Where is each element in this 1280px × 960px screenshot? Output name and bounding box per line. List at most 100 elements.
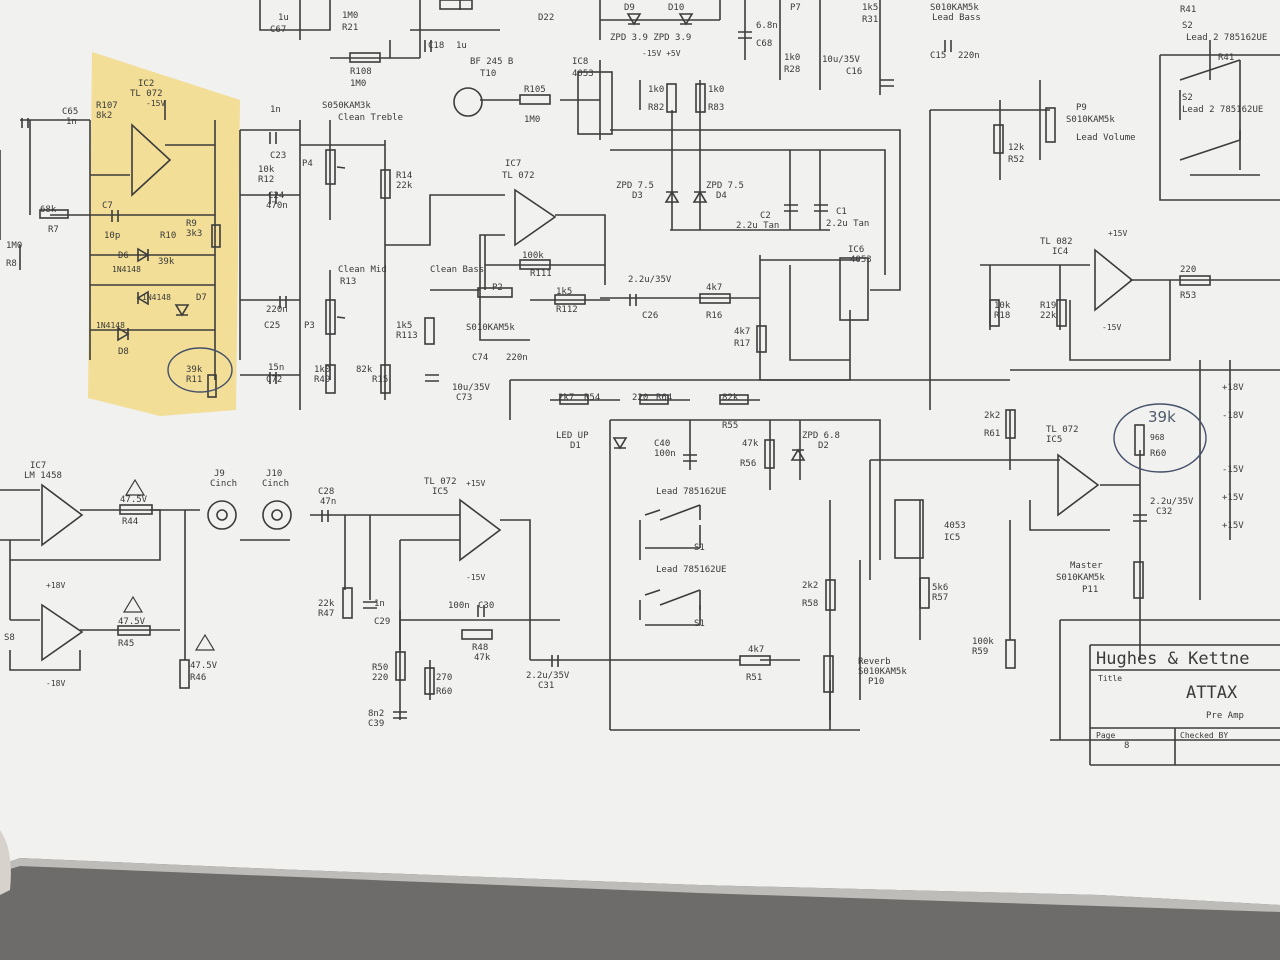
ic4-neg-rail: -15V — [1102, 323, 1121, 332]
opamp-ic7-lm1458 — [41, 483, 84, 547]
r47-value: 22k — [318, 599, 335, 609]
s1b-name: Lead 785162UE — [656, 565, 726, 575]
s2a-name: Lead 2 785162UE — [1186, 33, 1267, 43]
title-block-page-caption: Page — [1096, 731, 1115, 740]
r53-value: 220 — [1180, 265, 1196, 275]
c72-label: C72 — [266, 375, 282, 385]
r51-value: 4k7 — [748, 645, 764, 655]
potentiometers — [325, 107, 1144, 693]
c16-value: 10u/35V — [822, 55, 861, 65]
c28-label: C28 — [318, 487, 334, 497]
r52-value: 12k — [1008, 143, 1025, 153]
r48-label: R48 — [472, 643, 488, 653]
r14-label: R14 — [396, 171, 412, 181]
c31-label: C31 — [538, 681, 554, 691]
r82-value: 1k0 — [648, 85, 664, 95]
r8-value: 1M0 — [6, 241, 22, 251]
c68-value: 6.8n — [756, 21, 778, 31]
d3-value: ZPD 7.5 — [616, 181, 654, 191]
p9-value: S010KAM5k — [1066, 115, 1115, 125]
c7-value: 10p — [104, 231, 120, 241]
r28-value: 1k0 — [784, 53, 800, 63]
ic8-ref: S8 — [4, 633, 15, 643]
ic5-4053-label: IC5 — [944, 533, 960, 543]
p10-name: Reverb — [858, 657, 891, 667]
j10-name: Cinch — [262, 479, 289, 489]
c67-label: C67 — [270, 25, 286, 35]
r55-value: 82k — [722, 393, 739, 403]
d10-label: D10 — [668, 3, 684, 13]
r47-label: R47 — [318, 609, 334, 619]
ic5-4053 — [894, 499, 924, 559]
ic2-label: IC2 — [138, 79, 154, 89]
p10-value: S010KAM5k — [858, 667, 907, 677]
d22-label: D22 — [538, 13, 554, 23]
p9-name: Lead Volume — [1076, 133, 1136, 143]
r54-value: 2k7 — [558, 393, 574, 403]
r18-value: 10k — [994, 301, 1011, 311]
ic8-top-rails: -15V +5V — [642, 49, 681, 58]
c26-label: C26 — [642, 311, 658, 321]
r61-label: R61 — [984, 429, 1000, 439]
capacitors — [21, 31, 1147, 719]
d8-label: D8 — [118, 347, 129, 357]
ic5-mid-label: IC5 — [432, 487, 448, 497]
r60-label: R60 — [1150, 449, 1166, 459]
paper-sheet — [0, 0, 1280, 905]
r10-label: R10 — [160, 231, 176, 241]
r61-value: 2k2 — [984, 411, 1000, 421]
r16-value: 4k7 — [706, 283, 722, 293]
r15-ref: R15 — [372, 375, 388, 385]
ic7a-type: TL 072 — [502, 171, 535, 181]
r49-label: R49 — [314, 375, 330, 385]
hand-circle-r60 — [1113, 403, 1207, 473]
p4-value: S050KAM3k — [322, 101, 371, 111]
r82-label: R82 — [648, 103, 664, 113]
resistors — [39, 0, 1211, 695]
ic8-neg-rail: -18V — [46, 679, 65, 688]
r18-label: R18 — [994, 311, 1010, 321]
r45-label: R45 — [118, 639, 134, 649]
r11-label: R11 — [186, 375, 202, 385]
r57-value: 5k6 — [932, 583, 948, 593]
c18-value: 1u — [456, 41, 467, 51]
highlighter-mark — [88, 52, 240, 416]
r41-label: R41 — [1218, 53, 1234, 63]
c31-value: 2.2u/35V — [526, 671, 570, 681]
r48-value: 47k — [474, 653, 491, 663]
rail-p15b: +15V — [1222, 521, 1244, 531]
opamp-ic7a — [514, 188, 557, 247]
opamps — [41, 123, 1134, 662]
p11-name: Master — [1070, 561, 1103, 571]
c25-value: 220n — [266, 305, 288, 315]
rail-m15: -15V — [1222, 465, 1244, 475]
r64-value: 220 — [632, 393, 648, 403]
finger-edge — [0, 830, 11, 895]
p11-value: S010KAM5k — [1056, 573, 1105, 583]
d2-label: D2 — [818, 441, 829, 451]
t10-value: BF 245 B — [470, 57, 513, 67]
r10-value: 39k — [158, 257, 175, 267]
d8-type: 1N4148 — [96, 321, 125, 330]
r19-value: 22k — [1040, 311, 1057, 321]
r17-label: R17 — [734, 339, 750, 349]
r105-label: R105 — [524, 85, 546, 95]
r15-value: 82k — [356, 365, 373, 375]
c1-value: 2.2u Tan — [826, 219, 869, 229]
ic4-type: TL 082 — [1040, 237, 1073, 247]
rail-p15: +15V — [1222, 493, 1244, 503]
r9-value: 3k3 — [186, 229, 202, 239]
rail-p18: +18V — [1222, 383, 1244, 393]
p4-name: Clean Treble — [338, 113, 403, 123]
r7-value: 68k — [40, 205, 57, 215]
ic6-type: 4053 — [850, 255, 872, 265]
c28-value: 47n — [320, 497, 336, 507]
opamp-ic5-right — [1057, 453, 1100, 517]
cinch-jacks — [207, 500, 292, 530]
s1a-label: S1 — [694, 543, 705, 553]
title-block-page: 8 — [1124, 741, 1129, 751]
r111-value: 100k — [522, 251, 544, 261]
r53-label: R53 — [1180, 291, 1196, 301]
r9-label: R9 — [186, 219, 197, 229]
